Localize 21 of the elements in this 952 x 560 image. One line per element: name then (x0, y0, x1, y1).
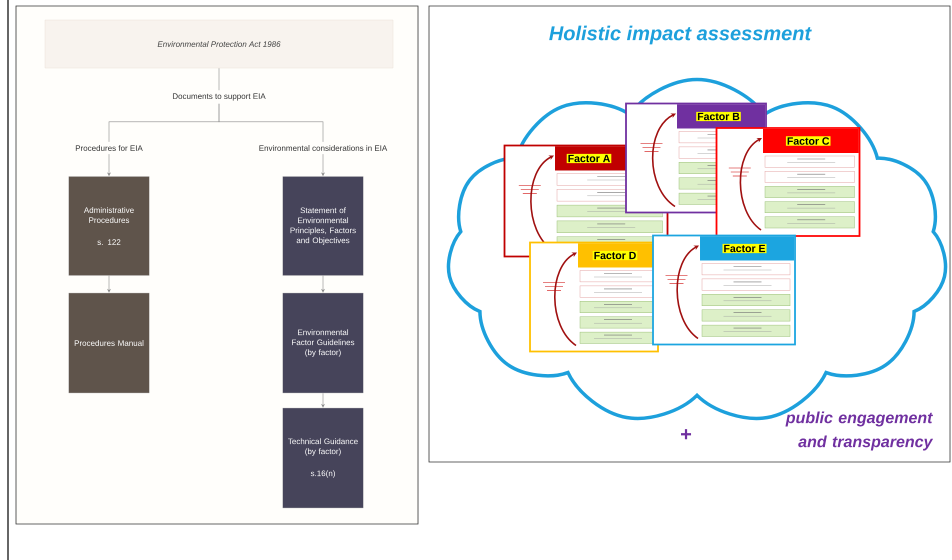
branch-label: Documents to support EIA (172, 93, 266, 101)
branch-label: Procedures for EIA (76, 145, 143, 151)
card-header: Factor E (700, 236, 794, 260)
document-box: Technical Guidance (by factor) s.16(n) (282, 408, 364, 508)
card-header: Factor C (763, 129, 858, 153)
branch-label: Environmental considerations in EIA (259, 145, 388, 151)
document-box: Statement of Environmental Principles, Factors and Objectives (282, 176, 364, 276)
plus-sign: + (681, 429, 692, 440)
document-box: Environmental Factor Guidelines (by factor) (282, 292, 364, 394)
factor-card (652, 234, 796, 346)
title-box: Environmental Protection Act 1986 (44, 20, 394, 68)
factor-card (529, 242, 659, 352)
card-header: Factor B (677, 104, 765, 128)
factor-card (716, 127, 860, 237)
connector (218, 68, 220, 91)
heading-text: Holistic impact assessment (549, 26, 812, 44)
document-box: Procedures Manual (68, 292, 150, 394)
connector (218, 103, 324, 142)
card-header: Factor D (578, 244, 657, 268)
document-box: Administrative Procedures s. 122 (68, 176, 150, 276)
slogan-text: public engagement and transparency (785, 412, 934, 450)
